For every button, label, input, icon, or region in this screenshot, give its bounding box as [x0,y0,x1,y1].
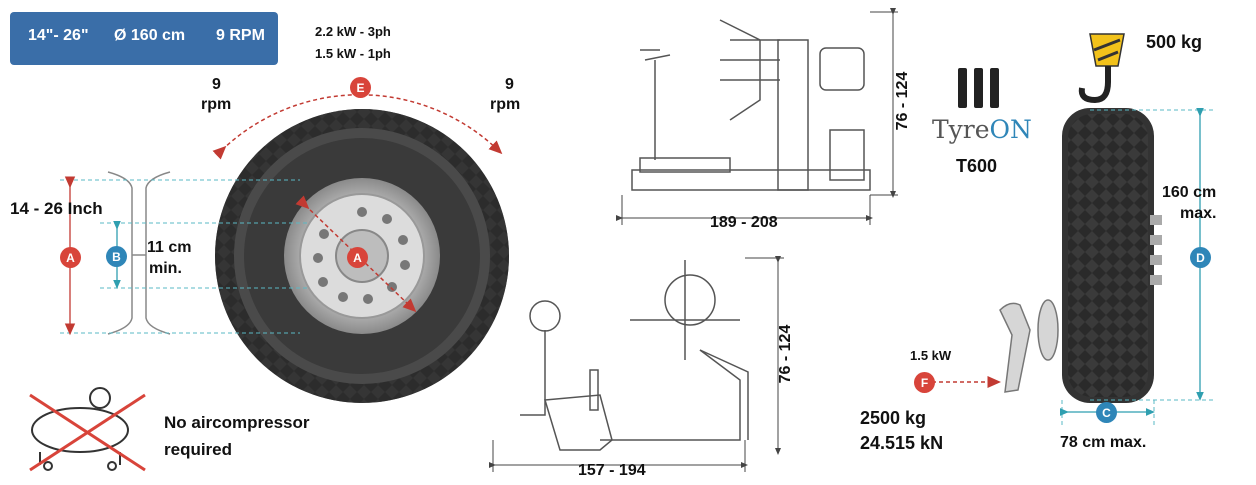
spec-size-range: 14"- 26" [28,27,89,44]
rotation-arc [212,94,503,160]
rim-range-label: 14 - 26 Inch [10,199,103,218]
rim-min-value: 11 cm [147,239,192,256]
rim-min-unit: min. [149,260,182,277]
rpm-left-value: 9 [212,76,221,93]
truck-tyre-side [1062,108,1162,403]
rim-profile [107,171,171,335]
compressor-note-line1: No aircompressor [164,413,310,432]
side-machine-width: 157 - 194 [578,462,646,479]
tyre-width-label: 78 cm max. [1060,434,1147,451]
badge-d: D [1190,247,1211,268]
machine-top-view [616,8,898,225]
force-power: 1.5 kW [910,348,952,363]
badge-b: B [106,246,127,267]
brand-name: TyreON [932,115,1032,144]
top-machine-width: 189 - 208 [710,214,778,231]
power-1ph: 1.5 kW - 1ph [315,46,391,61]
compressor-note-line2: required [164,440,233,459]
badge-c: C [1096,402,1117,423]
power-3ph: 2.2 kW - 3ph [315,24,391,39]
brand-name-part1: Tyre [932,115,990,144]
badge-a-wheel: A [347,247,368,268]
rpm-right-value: 9 [505,76,514,93]
top-machine-height: 76 - 124 [894,71,911,131]
rpm-left-unit: rpm [201,96,232,113]
rim-guide-lines [60,179,310,334]
rpm-right-unit: rpm [490,96,521,113]
specs-banner: 14"- 26" Ø 160 cm 9 RPM [10,12,278,65]
bead-breaker-icon [999,299,1059,393]
tyreon-logo-icon [958,68,999,108]
tyre-height-value: 160 cm [1162,184,1217,201]
spec-diameter: Ø 160 cm [114,27,186,44]
force-mass: 2500 kg [860,408,927,428]
lift-capacity: 500 kg [1146,32,1203,52]
brand-name-part2: ON [989,115,1032,144]
badge-a-left: A [60,247,81,268]
brand-model: T600 [956,156,998,176]
side-machine-height: 76 - 124 [777,324,794,384]
tyre-height-unit: max. [1180,205,1217,222]
force-newtons: 24.515 kN [860,433,944,453]
crane-hook-icon [1078,33,1125,104]
badge-e: E [350,77,371,98]
machine-side-view [489,256,784,472]
spec-speed: 9 RPM [216,27,265,44]
badge-f: F [914,372,935,393]
no-compressor-icon [29,387,146,472]
